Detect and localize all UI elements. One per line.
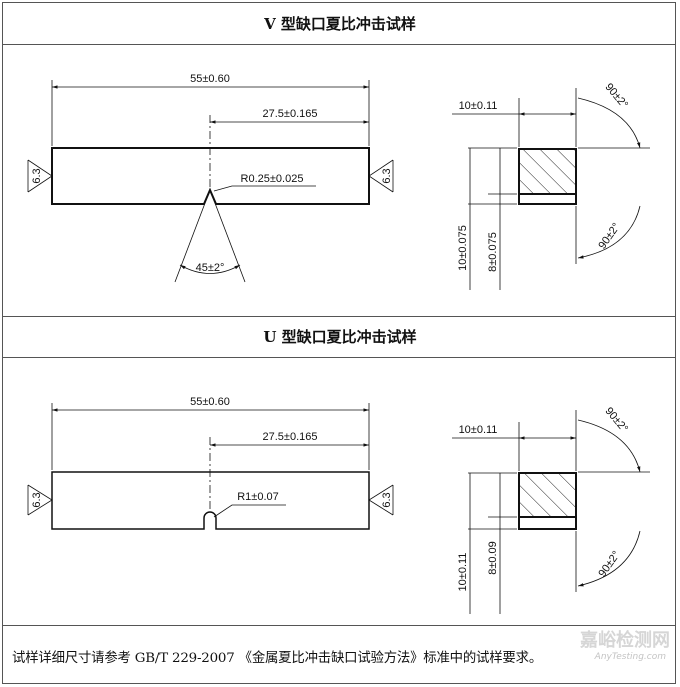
roughness-right-icon: [368, 159, 394, 193]
u-radius-label: R1±0.07: [237, 491, 279, 503]
u-height-label: 10±0.11: [457, 553, 469, 592]
u-roughness-right-label: 6.3: [381, 492, 393, 507]
watermark-brand: 嘉峪检测网: [580, 630, 670, 651]
watermark-url: AnyTesting.com: [594, 652, 666, 662]
v-cross-section: [452, 88, 650, 290]
u-section-hatched: [518, 472, 577, 518]
v-length-label: 55±0.60: [190, 73, 230, 85]
u-angle-bottom-label: 90±2°: [596, 549, 622, 579]
v-radius-leader: [213, 185, 316, 192]
u-side-view: [27, 403, 394, 530]
u-half-length-label: 27.5±0.165: [263, 431, 318, 443]
v-roughness-left-label: 6.3: [31, 168, 43, 183]
roughness-left-icon-u: [27, 484, 53, 516]
v-radius-label: R0.25±0.025: [241, 173, 304, 185]
v-roughness-right-label: 6.3: [381, 168, 393, 183]
v-specimen-outline: [51, 147, 370, 205]
v-angle-top-arc: [577, 97, 641, 149]
v-half-length-label: 27.5±0.165: [263, 108, 318, 120]
footer-note: 试样详细尺寸请参考 GB/T 229-2007 《金属夏比冲击缺口试验方法》标准…: [12, 651, 543, 666]
u-radius-leader: [213, 504, 286, 518]
divider-u-section: [2, 625, 676, 626]
v-angle-bottom-arc: [577, 205, 641, 259]
v-notch-angle-label: 45±2°: [196, 262, 225, 274]
u-angle-top-arc: [577, 419, 641, 473]
divider-v-section: [2, 316, 676, 317]
u-ligament-label: 8±0.09: [487, 541, 499, 575]
v-width-label: 10±0.11: [459, 100, 498, 112]
u-angle-bottom-arc: [577, 530, 641, 587]
v-ligament-label: 8±0.075: [487, 232, 499, 272]
v-side-view: [27, 80, 394, 283]
u-specimen-outline: [51, 471, 370, 530]
u-roughness-left-label: 6.3: [31, 492, 43, 507]
v-angle-top-label: 90±2°: [602, 81, 630, 111]
roughness-right-icon-u: [368, 484, 394, 516]
u-section-notch-area: [518, 516, 577, 530]
v-notch-title: V 型缺口夏比冲击试样: [264, 15, 416, 33]
u-notch-title: U 型缺口夏比冲击试样: [263, 328, 417, 346]
v-section-notch-area: [518, 193, 577, 205]
roughness-left-icon: [27, 159, 53, 193]
v-notch-angle-arc: [179, 264, 241, 274]
divider-v-title: [2, 44, 676, 45]
v-height-label: 10±0.075: [457, 225, 469, 271]
u-cross-section: [452, 410, 650, 614]
u-length-label: 55±0.60: [190, 396, 230, 408]
divider-u-title: [2, 357, 676, 358]
u-width-label: 10±0.11: [459, 424, 498, 436]
v-section-hatched: [518, 148, 577, 195]
